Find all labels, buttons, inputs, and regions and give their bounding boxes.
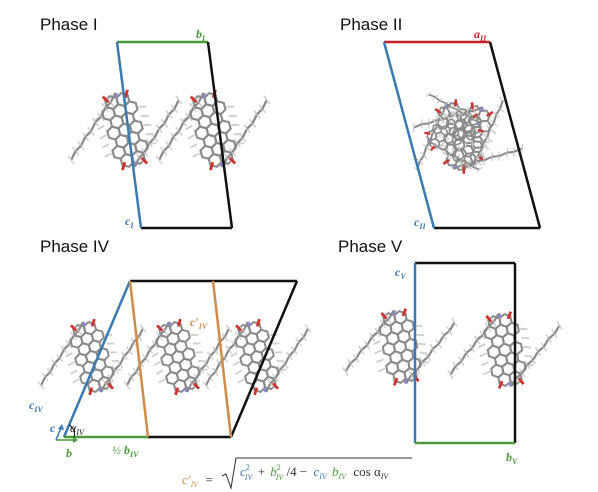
panel-phase-ii: Phase II aII cII — [340, 15, 542, 231]
molecule — [447, 311, 563, 389]
b-axis-label: bV — [506, 450, 518, 466]
molecule — [412, 102, 524, 174]
c-axis-label: cV — [395, 265, 406, 281]
panel-phase-i: Phase I bI cI — [40, 15, 234, 230]
axis-c-label: c — [50, 421, 56, 435]
panel-title: Phase V — [338, 237, 403, 256]
cprime-axis-line — [211, 280, 233, 438]
panel-title: Phase II — [340, 15, 402, 34]
c-axis-label: cIV — [29, 398, 43, 414]
axis-b-label: b — [66, 446, 72, 460]
c-axis-line — [115, 41, 143, 229]
molecule — [67, 89, 183, 171]
molecule — [424, 91, 484, 173]
molecule — [123, 318, 233, 396]
cell-edge — [229, 280, 299, 438]
cprime-axis-line — [128, 280, 150, 438]
panel-phase-iv: Phase IV cIV c′IV αIV ½ bIV c b — [29, 237, 299, 460]
alpha-arc — [68, 424, 75, 438]
c-axis-line — [382, 41, 436, 229]
alpha-label: αIV — [70, 421, 85, 437]
molecule — [342, 308, 458, 386]
c-axis-line — [62, 280, 132, 438]
c-axis-label: cII — [414, 215, 426, 231]
arrow-icon — [58, 424, 64, 430]
cprime-axis-label: c′IV — [190, 315, 208, 331]
molecule — [155, 89, 271, 171]
formula-lhs: c′IV = — [182, 472, 213, 490]
panel-title: Phase I — [40, 15, 98, 34]
cell-edge — [206, 41, 234, 229]
molecule-layer — [37, 89, 563, 396]
arrow-icon — [73, 437, 78, 443]
a-axis-label: aII — [474, 27, 487, 43]
panel-phase-v: Phase V cV bV — [338, 237, 518, 466]
molecule — [37, 318, 147, 396]
panel-title: Phase IV — [40, 237, 110, 256]
axis-indicator-c — [55, 427, 62, 441]
sqrt-sign — [221, 457, 412, 490]
half-b-label: ½ bIV — [112, 443, 139, 459]
c-axis-label: cI — [125, 214, 134, 230]
cell-edge — [488, 41, 542, 229]
b-axis-label: bI — [196, 27, 206, 43]
